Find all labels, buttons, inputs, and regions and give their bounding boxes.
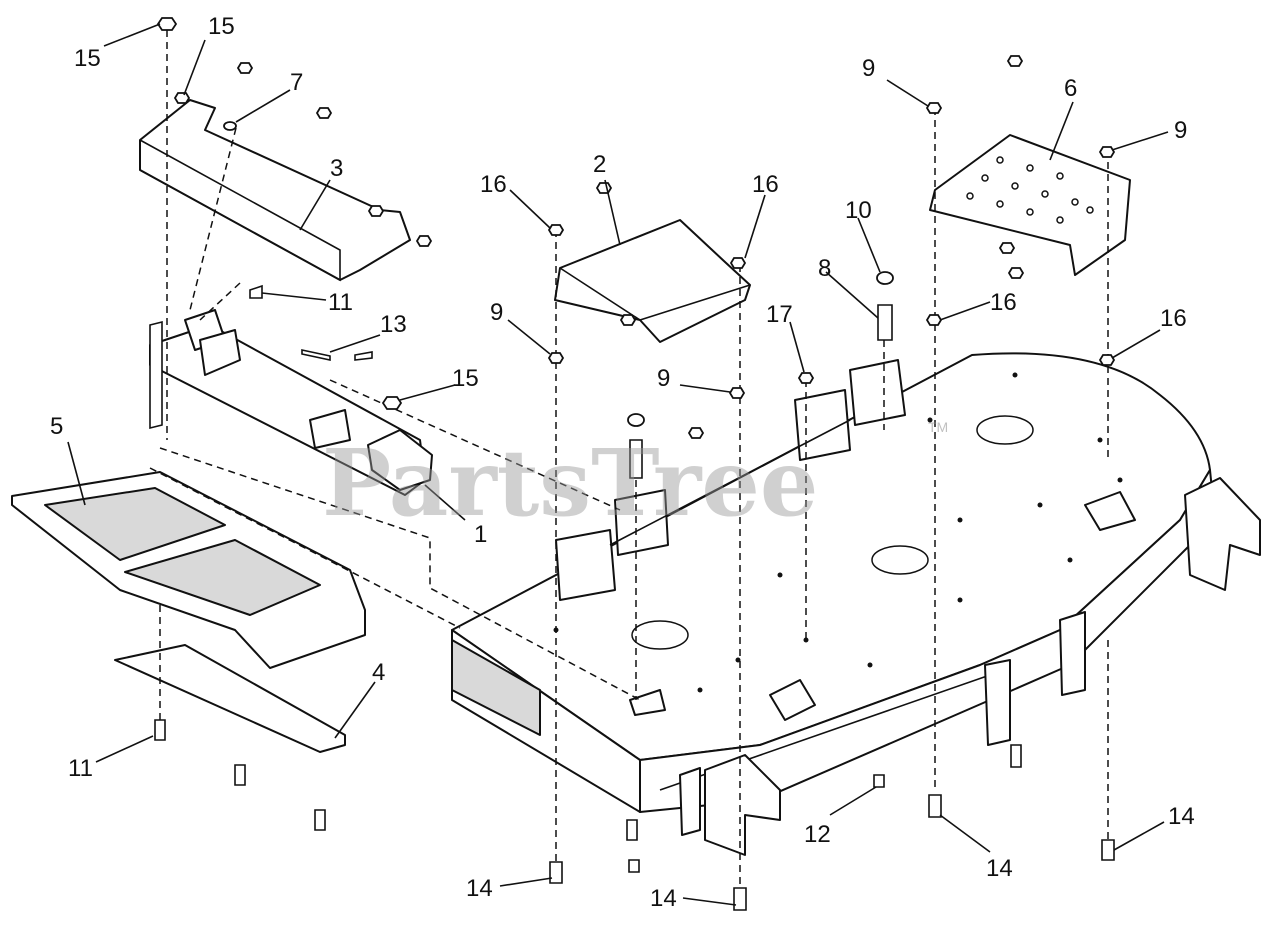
callout-1: 1: [474, 521, 487, 548]
callout-17: 17: [766, 301, 793, 328]
mower-deck: [451, 352, 1261, 856]
hardware: [154, 17, 1116, 911]
part-4-plate: [114, 644, 346, 753]
spindle-opening-center: [871, 545, 929, 575]
callout-14: 14: [1168, 803, 1195, 830]
spindle-opening-right: [976, 415, 1034, 445]
part-3-bracket: [139, 99, 411, 282]
callout-15: 15: [74, 45, 101, 72]
callout-16: 16: [752, 171, 779, 198]
spindle-opening-left: [631, 620, 689, 650]
callout-7: 7: [290, 69, 303, 96]
watermark-text: PartsTree: [322, 429, 818, 537]
callout-14: 14: [466, 875, 493, 902]
callout-9: 9: [657, 365, 670, 392]
part-6-plate: [929, 134, 1131, 276]
callout-9: 9: [1174, 117, 1187, 144]
callout-5: 5: [50, 413, 63, 440]
part-6-holes: [966, 156, 1094, 224]
callout-14: 14: [650, 885, 677, 912]
callout-11: 11: [68, 755, 93, 782]
part-8-spacer: [629, 304, 893, 479]
assembly-lines: [149, 30, 1109, 890]
callout-4: 4: [372, 659, 385, 686]
leader-lines: [67, 23, 1169, 906]
part-10-cap: [627, 271, 894, 427]
callout-10: 10: [845, 197, 872, 224]
part-5-front-shield: [11, 471, 366, 669]
callout-13: 13: [380, 311, 407, 338]
callout-16: 16: [1160, 305, 1187, 332]
callout-16: 16: [990, 289, 1017, 316]
watermark-tm: TM: [928, 419, 948, 435]
callout-labels: 15 15 7 3 11 13 15 5 1 4 11 16 2 16 9 9 …: [50, 13, 1195, 912]
callout-8: 8: [818, 255, 831, 282]
callout-3: 3: [330, 155, 343, 182]
callout-15: 15: [452, 365, 479, 392]
watermark: PartsTree TM: [322, 419, 948, 537]
callout-12: 12: [804, 821, 831, 848]
callout-16: 16: [480, 171, 507, 198]
part-2-cover: [554, 219, 751, 343]
callout-14: 14: [986, 855, 1013, 882]
callout-15: 15: [208, 13, 235, 40]
callout-11: 11: [328, 289, 353, 316]
callout-9: 9: [862, 55, 875, 82]
callout-2: 2: [593, 151, 606, 178]
callout-6: 6: [1064, 75, 1077, 102]
callout-9: 9: [490, 299, 503, 326]
part-1-hitch-bar: [149, 309, 433, 496]
